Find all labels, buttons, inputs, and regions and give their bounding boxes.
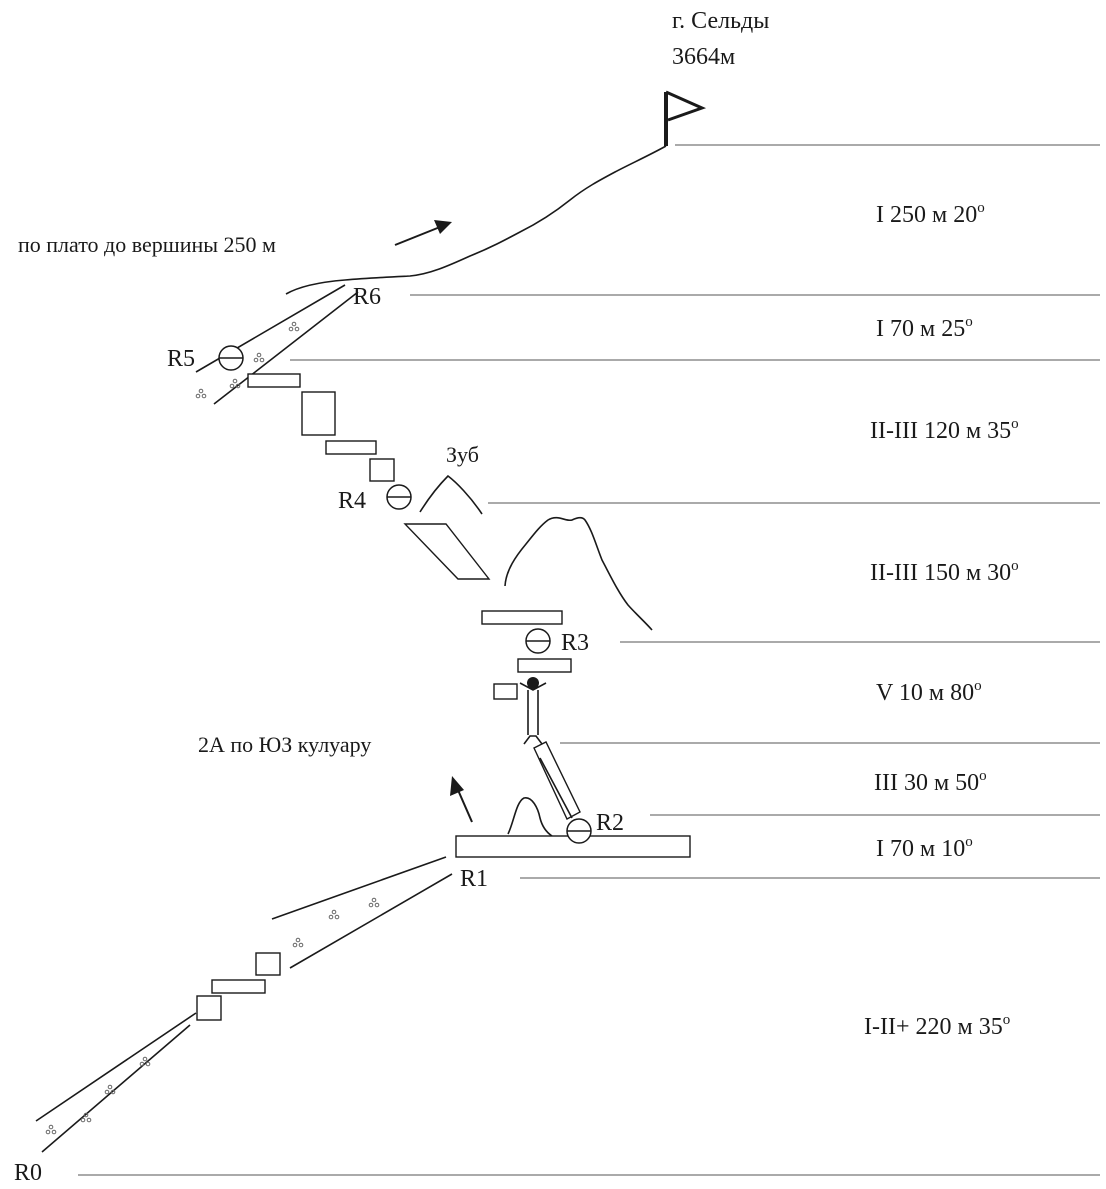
pitch-4-label: II-III 150 м 30o <box>870 558 1019 586</box>
piton-icon <box>527 677 539 689</box>
ramp-inner-line <box>539 757 573 819</box>
pitch-1-label: I 250 м 20o <box>876 200 985 228</box>
lower-couloir-upper <box>271 856 447 920</box>
crux-crack <box>519 682 547 745</box>
rock-steps-r5-r4 <box>247 373 395 482</box>
lower-couloir-foot-lower <box>41 1024 191 1153</box>
relay-r0-label: R0 <box>14 1160 42 1186</box>
variant-note: 2А по ЮЗ кулуару <box>198 732 371 757</box>
pitch-labels: I 250 м 20o I 70 м 25o II-III 120 м 35o … <box>864 200 1019 1040</box>
tooth-outline <box>419 474 483 515</box>
summit-ridge-line <box>285 145 667 295</box>
slab-below-r4 <box>403 523 491 580</box>
belay-anchor-r2-icon <box>566 818 592 844</box>
diagonal-ramp <box>533 741 581 820</box>
relay-r1-label: R1 <box>460 866 488 892</box>
belay-anchor-r5-icon <box>218 345 244 371</box>
variant-arrow-icon <box>450 776 473 823</box>
relay-r2-label: R2 <box>596 810 624 836</box>
pitch-8-label: I-II+ 220 м 35o <box>864 1012 1010 1040</box>
pitch-3-label: II-III 120 м 35o <box>870 416 1019 444</box>
tooth-label: Зуб <box>446 442 479 467</box>
summit-elevation: 3664м <box>672 44 735 70</box>
pitch-7-label: I 70 м 10o <box>876 834 973 862</box>
lower-couloir-lower <box>289 873 453 969</box>
plateau-arrow-icon <box>394 220 452 246</box>
relay-r3-label: R3 <box>561 630 589 656</box>
gendarme-outline <box>504 516 653 631</box>
rock-steps-lower <box>196 952 281 1021</box>
pitch-separators <box>78 144 1100 1176</box>
belay-anchor-r4-icon <box>386 484 412 510</box>
rock-steps-r3 <box>481 610 572 700</box>
summit-name: г. Сельды <box>672 8 769 34</box>
pitch-5-label: V 10 м 80o <box>876 678 982 706</box>
lower-couloir-foot-upper <box>35 1012 197 1122</box>
plateau-note: по плато до вершины 250 м <box>18 232 276 257</box>
pitch-6-label: III 30 м 50o <box>874 768 987 796</box>
relay-r6-label: R6 <box>353 284 381 310</box>
relay-r4-label: R4 <box>338 488 366 514</box>
small-gendarme <box>507 797 553 837</box>
upper-couloir-right <box>213 291 359 405</box>
relay-r5-label: R5 <box>167 346 195 372</box>
scree-icons-upper <box>195 321 300 399</box>
pitch-2-label: I 70 м 25o <box>876 314 973 342</box>
summit-flag-icon <box>664 90 707 146</box>
belay-anchor-r3-icon <box>525 628 551 654</box>
scree-icons-lower <box>45 897 380 1135</box>
